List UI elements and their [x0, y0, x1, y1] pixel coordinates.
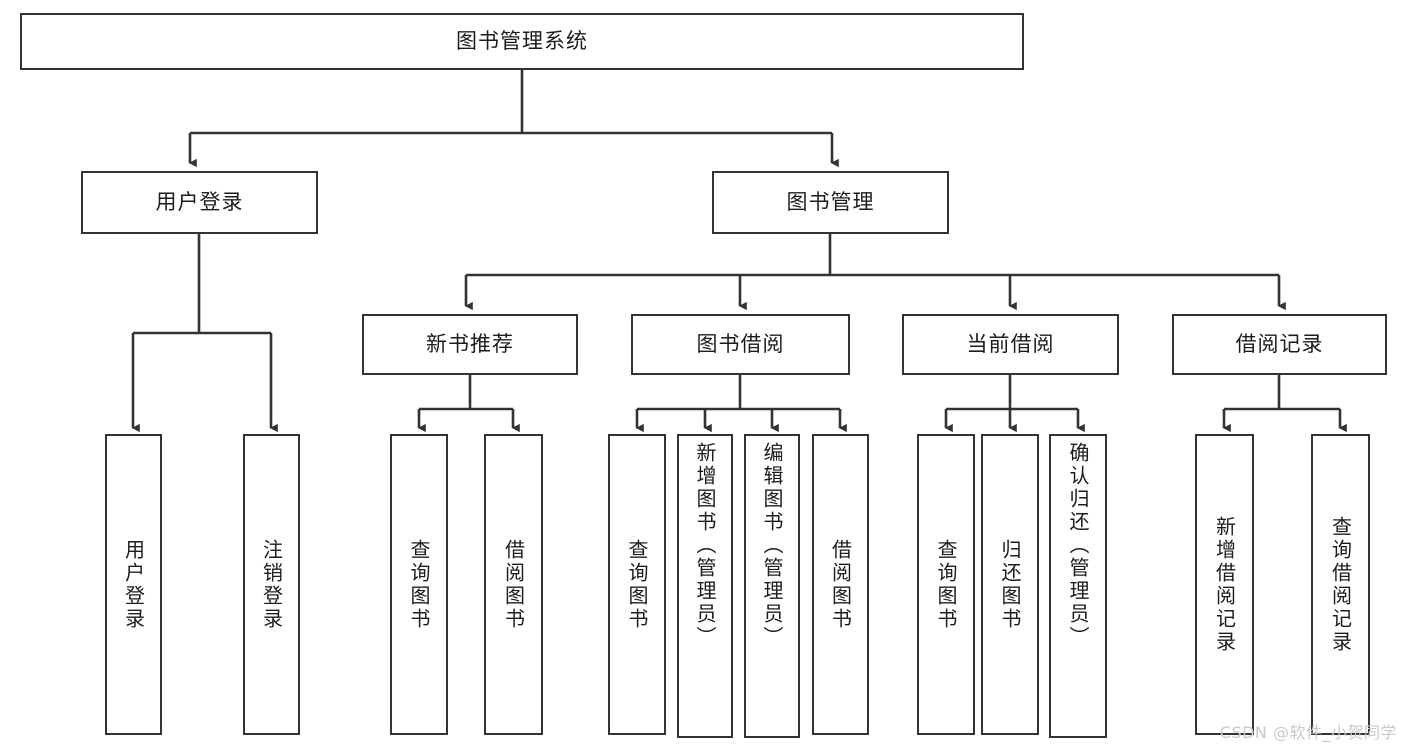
node-leaf-confirm-return-label: 确认归还（管理员） — [1066, 442, 1090, 649]
node-leaf-edit-book-label: 编辑图书（管理员） — [760, 442, 784, 649]
node-leaf-add-book[interactable]: 新增图书（管理员） — [677, 434, 733, 738]
node-leaf-return-book-label: 归还图书 — [998, 538, 1022, 631]
node-leaf-query-book-1-label: 查询图书 — [407, 538, 431, 631]
node-root[interactable]: 图书管理系统 — [20, 13, 1024, 70]
watermark: CSDN @软件_小贺同学 — [1219, 723, 1397, 742]
node-current-borrow-label: 当前借阅 — [966, 332, 1055, 357]
node-leaf-borrow-book-2[interactable]: 借阅图书 — [812, 434, 869, 735]
node-leaf-user-login-label: 用户登录 — [121, 538, 146, 631]
node-borrow-record[interactable]: 借阅记录 — [1172, 314, 1387, 375]
node-user-login-label: 用户登录 — [155, 190, 244, 215]
node-new-book-recommend[interactable]: 新书推荐 — [362, 314, 578, 375]
node-leaf-borrow-book-1[interactable]: 借阅图书 — [484, 434, 543, 735]
node-leaf-query-book-2-label: 查询图书 — [625, 538, 649, 631]
node-leaf-user-login[interactable]: 用户登录 — [105, 434, 162, 735]
node-current-borrow[interactable]: 当前借阅 — [902, 314, 1119, 375]
node-leaf-query-record[interactable]: 查询借阅记录 — [1311, 434, 1370, 735]
node-leaf-query-record-label: 查询借阅记录 — [1328, 515, 1353, 654]
node-leaf-add-record[interactable]: 新增借阅记录 — [1195, 434, 1254, 735]
node-leaf-return-book[interactable]: 归还图书 — [981, 434, 1039, 735]
node-book-manage-label: 图书管理 — [786, 190, 875, 215]
node-borrow-record-label: 借阅记录 — [1235, 332, 1324, 357]
node-leaf-query-book-1[interactable]: 查询图书 — [390, 434, 448, 735]
node-leaf-borrow-book-1-label: 借阅图书 — [501, 538, 526, 631]
node-leaf-query-book-3[interactable]: 查询图书 — [917, 434, 975, 735]
node-book-borrow[interactable]: 图书借阅 — [631, 314, 850, 375]
node-leaf-query-book-2[interactable]: 查询图书 — [608, 434, 666, 735]
node-new-book-recommend-label: 新书推荐 — [426, 332, 514, 357]
node-leaf-query-book-3-label: 查询图书 — [934, 538, 958, 631]
node-book-manage[interactable]: 图书管理 — [712, 171, 949, 234]
node-book-borrow-label: 图书借阅 — [696, 332, 785, 357]
node-leaf-confirm-return[interactable]: 确认归还（管理员） — [1049, 434, 1107, 738]
node-leaf-edit-book[interactable]: 编辑图书（管理员） — [744, 434, 800, 738]
node-leaf-borrow-book-2-label: 借阅图书 — [828, 538, 853, 631]
node-user-login[interactable]: 用户登录 — [81, 171, 318, 234]
node-leaf-add-book-label: 新增图书（管理员） — [693, 442, 717, 649]
node-leaf-logout-label: 注销登录 — [259, 538, 284, 631]
node-leaf-logout[interactable]: 注销登录 — [243, 434, 300, 735]
node-leaf-add-record-label: 新增借阅记录 — [1212, 515, 1237, 654]
node-root-label: 图书管理系统 — [456, 29, 588, 54]
